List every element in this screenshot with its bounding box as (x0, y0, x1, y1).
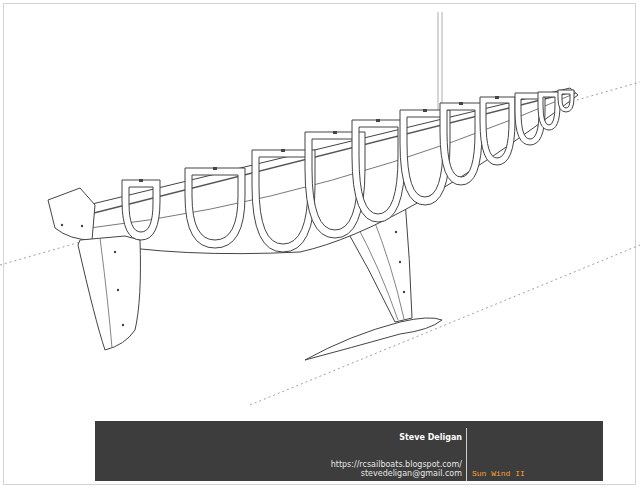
mast-line (438, 12, 439, 112)
bolt-dot (61, 224, 63, 226)
stringer (90, 93, 576, 228)
guide-line (0, 82, 640, 265)
rudder-line (100, 238, 112, 348)
notch (495, 96, 499, 99)
bulkhead (480, 97, 515, 165)
title-block-text: stevedeligan@gmail.com (361, 470, 462, 479)
bolt-dot (81, 225, 83, 227)
guide-line (250, 245, 640, 405)
transom (48, 188, 95, 240)
bulkheads (122, 90, 574, 252)
notch (376, 119, 380, 122)
bolt-dot (114, 251, 116, 253)
title-block-text: Steve Deligan (399, 434, 462, 443)
bolt-dot (122, 324, 124, 326)
mast-line (442, 12, 443, 112)
bolt-dot (117, 289, 119, 291)
bulkhead (122, 180, 160, 240)
deck-notches (139, 96, 499, 182)
notch (213, 167, 217, 170)
rudder (78, 236, 140, 350)
bolt-dot (403, 291, 405, 293)
bulkhead (185, 168, 245, 248)
page-border (4, 4, 636, 485)
notch (139, 179, 143, 182)
notch (423, 109, 427, 112)
title-block-text: https://rcsailboats.blogspot.com/ (331, 461, 462, 470)
divider-line (466, 428, 467, 481)
keel-line (372, 215, 404, 319)
bolt-dot (395, 231, 397, 233)
notch (281, 149, 285, 152)
bulkhead (352, 120, 405, 222)
bulkhead (440, 103, 482, 185)
title-block-text: Sun Wind II (472, 470, 525, 479)
keel-spine (90, 92, 572, 214)
notch (333, 131, 337, 134)
bulkhead (538, 92, 560, 130)
hull-side (88, 88, 578, 254)
keel-bulb (305, 318, 442, 360)
notch (459, 102, 463, 105)
bolt-dot (399, 261, 401, 263)
bulkhead (558, 90, 574, 112)
title-block: Steve Deligan https://rcsailboats.blogspo… (95, 421, 603, 481)
